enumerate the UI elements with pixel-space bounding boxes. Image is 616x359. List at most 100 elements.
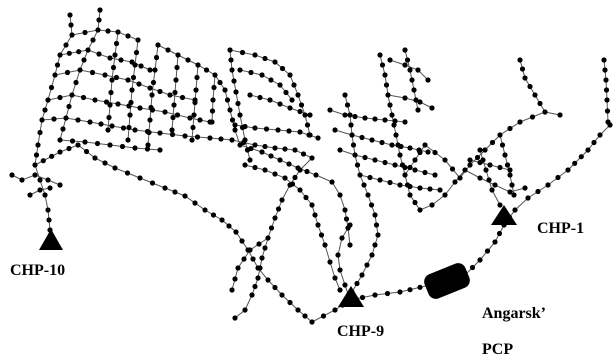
network-node — [404, 182, 411, 188]
network-node — [377, 52, 383, 58]
network-node — [242, 162, 248, 168]
network-node — [92, 155, 98, 161]
network-node — [604, 97, 610, 103]
network-node — [39, 117, 45, 123]
network-node — [395, 142, 401, 148]
network-node — [422, 142, 428, 148]
network-node — [250, 256, 256, 262]
network-node — [412, 199, 418, 206]
network-node — [249, 292, 255, 298]
network-node — [144, 146, 151, 152]
network-node — [585, 147, 591, 153]
network-node — [42, 107, 48, 113]
network-node — [252, 142, 258, 148]
network-node — [157, 88, 163, 95]
network-node — [226, 223, 232, 229]
network-node — [192, 99, 198, 106]
network-node — [112, 165, 118, 171]
network-node — [578, 154, 584, 160]
network-node — [367, 174, 373, 181]
network-node — [191, 112, 197, 118]
network-node — [535, 188, 541, 195]
network-edges — [11, 9, 611, 323]
network-node — [77, 67, 83, 73]
network-node — [425, 149, 431, 155]
network-node — [247, 157, 253, 163]
network-node — [272, 59, 278, 65]
network-node — [304, 122, 311, 128]
network-node — [272, 215, 278, 221]
network-node — [237, 142, 243, 148]
network-node — [219, 217, 225, 223]
network-node — [272, 145, 278, 151]
network-node — [354, 162, 361, 168]
network-node — [545, 182, 551, 188]
network-node — [37, 129, 43, 136]
network-node — [429, 105, 435, 111]
network-node — [347, 222, 353, 228]
network-node — [9, 172, 15, 178]
network-node — [37, 177, 43, 183]
network-node — [507, 172, 513, 178]
network-node — [519, 66, 526, 72]
network-node — [102, 160, 108, 166]
network-node — [259, 72, 265, 78]
network-node — [190, 124, 196, 131]
network-node — [92, 97, 98, 103]
network-node — [69, 32, 75, 38]
network-node — [46, 217, 52, 223]
network-node — [342, 112, 348, 118]
network-node — [354, 280, 360, 287]
network-node — [537, 100, 543, 107]
network-node — [286, 161, 292, 167]
network-node — [483, 167, 489, 173]
network-node — [497, 164, 503, 171]
network-node — [105, 28, 111, 34]
network-node — [283, 89, 289, 96]
network-node — [209, 119, 215, 125]
network-node — [32, 172, 38, 178]
network-node — [529, 114, 536, 120]
network-node — [262, 55, 268, 62]
network-node — [425, 77, 431, 83]
network-node — [119, 143, 126, 150]
network-node — [482, 147, 488, 153]
network-node — [125, 137, 131, 143]
network-node — [277, 157, 283, 163]
network-node — [387, 57, 393, 63]
network-node — [509, 182, 515, 188]
network-node — [129, 87, 135, 93]
network-node — [357, 172, 363, 178]
network-node — [120, 125, 127, 131]
network-node — [429, 202, 435, 208]
network-node — [369, 252, 375, 258]
network-node — [257, 94, 263, 101]
network-node — [292, 147, 298, 153]
network-node — [252, 164, 258, 171]
network-node — [63, 115, 69, 121]
network-node — [73, 79, 79, 86]
network-node — [307, 112, 313, 118]
network-node — [492, 182, 498, 188]
network-node — [397, 182, 403, 188]
network-node — [66, 145, 72, 152]
network-node — [604, 108, 611, 114]
network-node — [452, 179, 458, 185]
network-node — [497, 202, 503, 208]
network-node — [252, 125, 258, 131]
network-node — [42, 192, 48, 198]
network-node — [32, 162, 38, 168]
network-node — [379, 62, 386, 68]
network-node — [300, 151, 307, 157]
angarsk-pcp-block-icon — [424, 263, 470, 299]
network-node — [89, 69, 96, 76]
network-node — [302, 313, 308, 319]
network-node — [318, 232, 325, 238]
network-node — [189, 137, 195, 143]
network-node — [202, 207, 208, 213]
network-node — [212, 72, 218, 78]
network-node — [361, 182, 367, 188]
network-node — [67, 12, 73, 18]
network-node — [517, 57, 523, 63]
network-node — [327, 259, 333, 265]
